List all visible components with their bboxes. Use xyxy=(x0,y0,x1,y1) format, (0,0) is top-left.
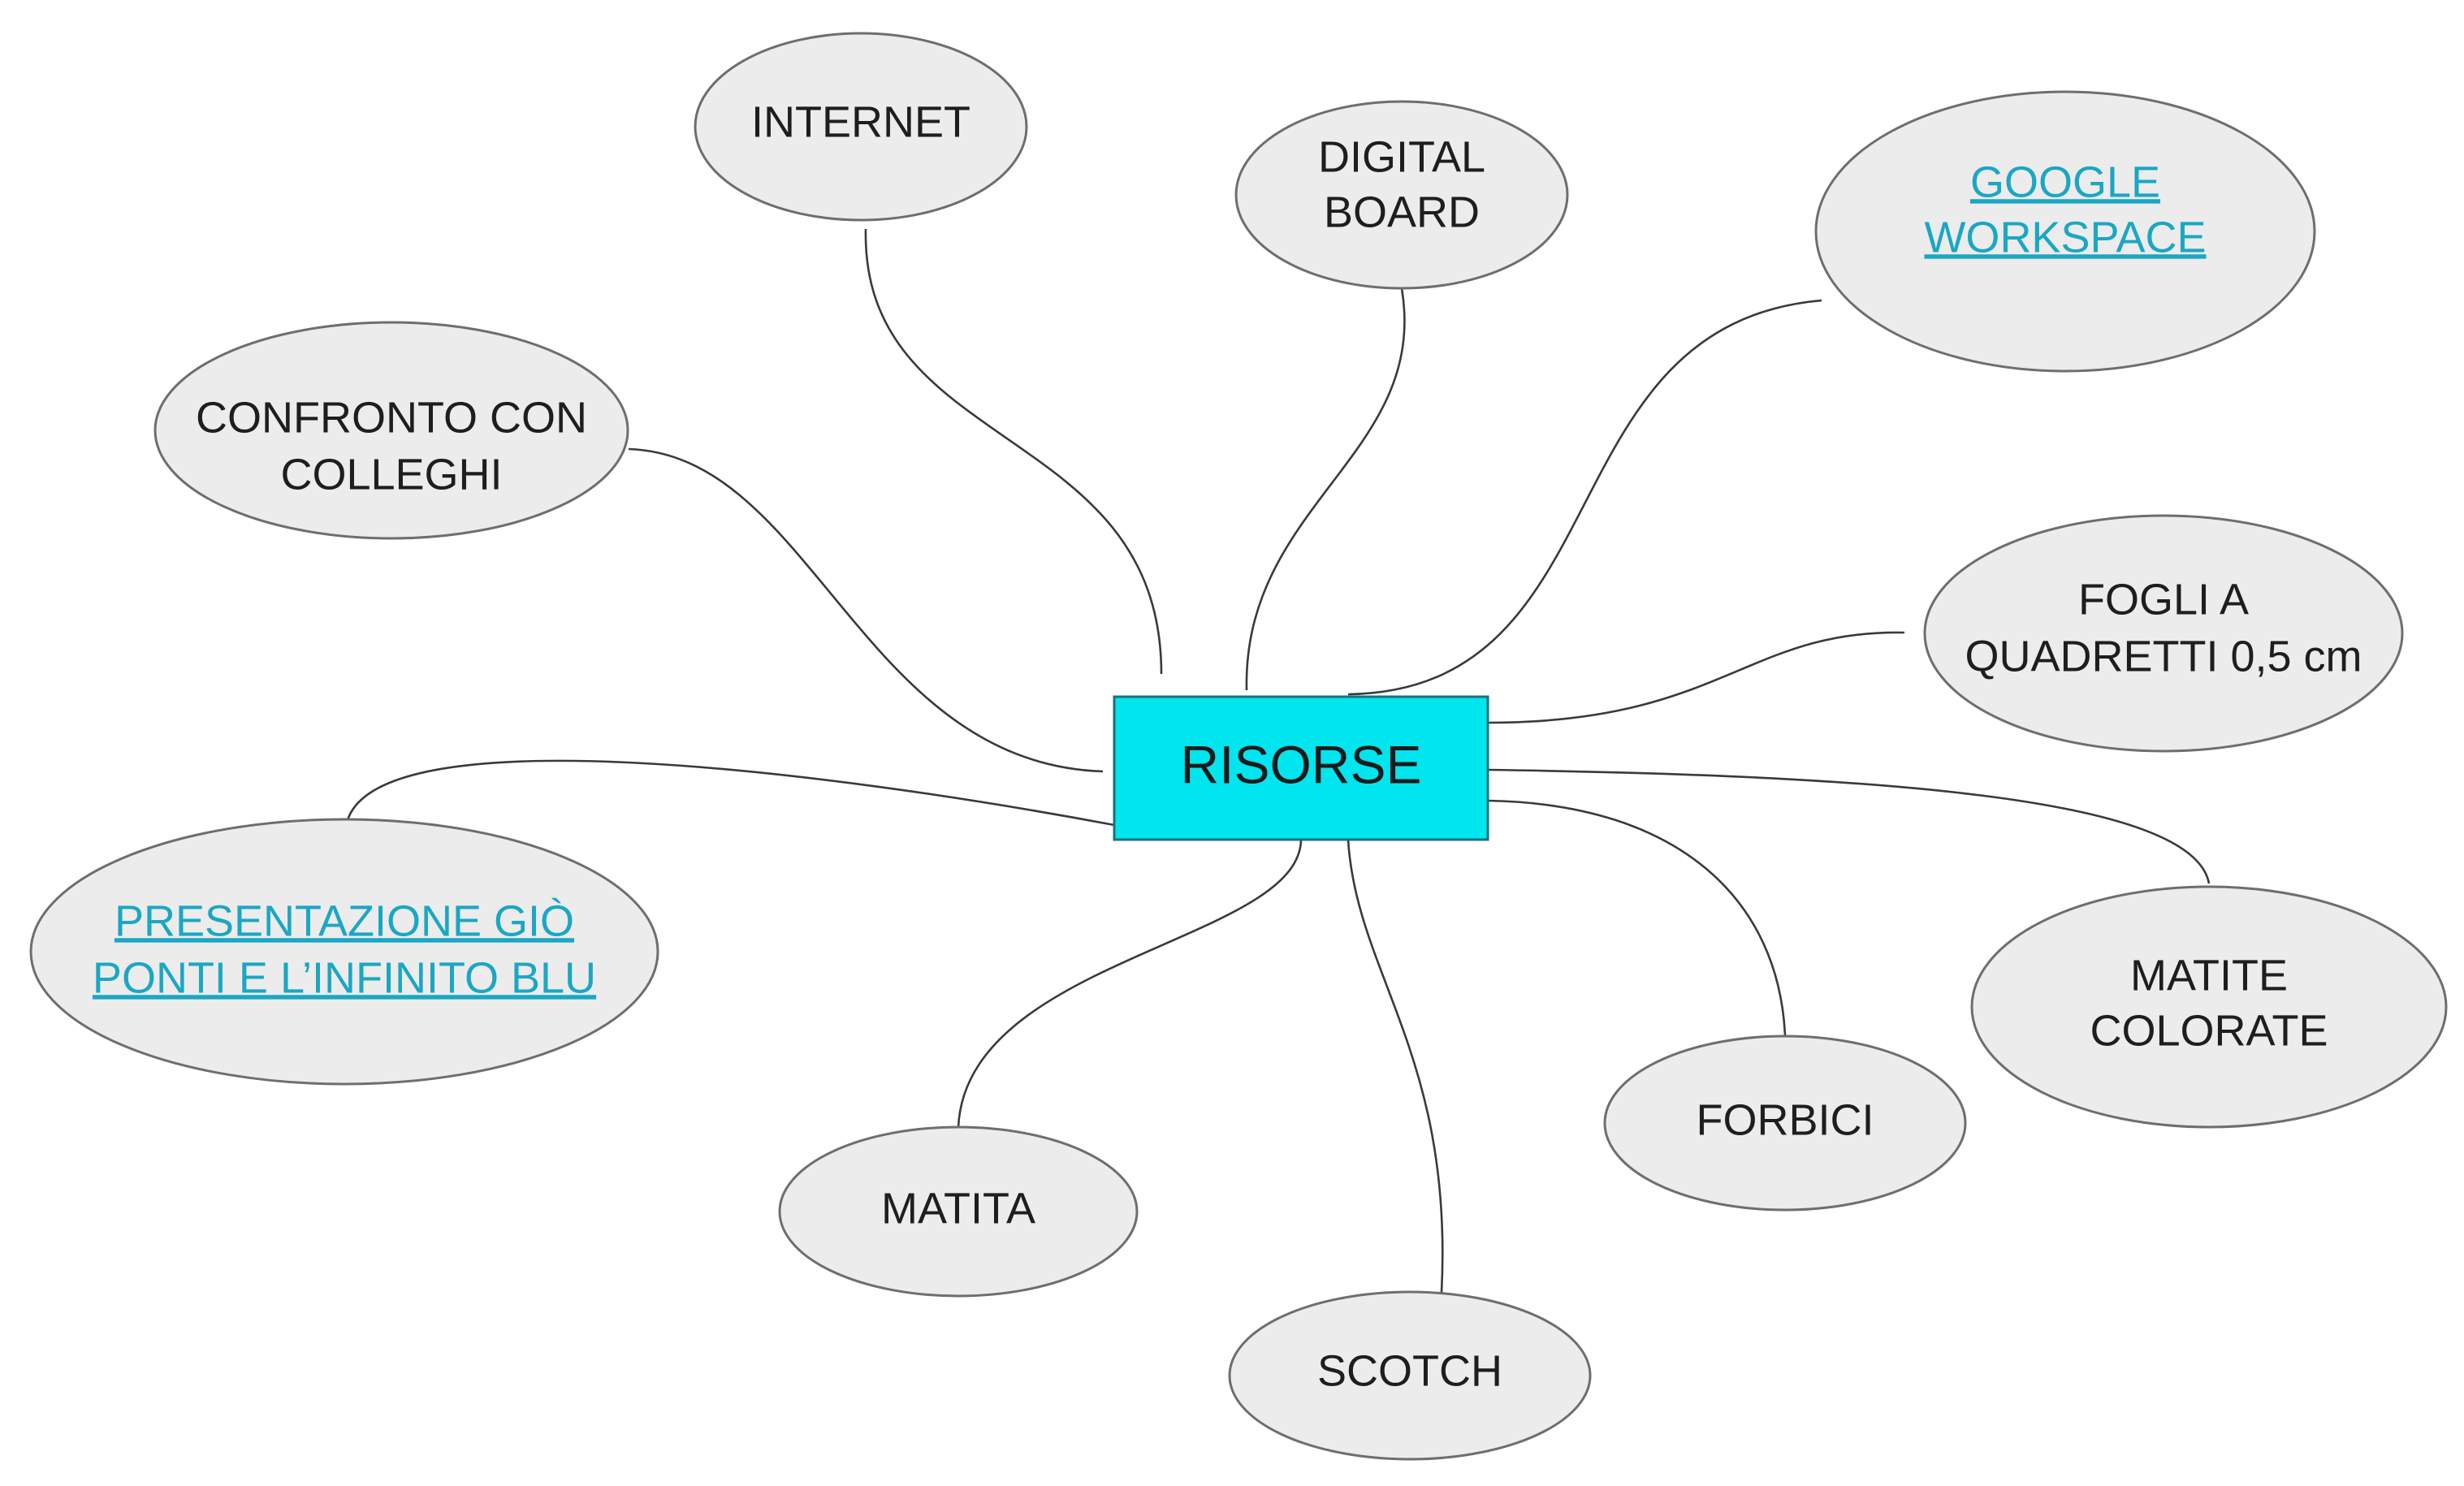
node-google-workspace-line-2[interactable]: WORKSPACE xyxy=(1924,213,2206,261)
node-confronto-con-colleghi: CONFRONTO CON COLLEGHI xyxy=(153,321,629,540)
node-digital-board-line-2: BOARD xyxy=(1324,188,1480,236)
center-node: RISORSE xyxy=(1113,695,1489,841)
node-fogli-a-quadretti: FOGLI A QUADRETTI 0,5 cm xyxy=(1923,514,2404,753)
node-matite-colorate-line-2: COLORATE xyxy=(2090,1006,2328,1055)
connector-google-workspace xyxy=(1347,299,1822,696)
connector-lines xyxy=(346,228,2211,1294)
node-presentazione-line-1[interactable]: PRESENTAZIONE GIÒ xyxy=(115,896,574,945)
node-google-workspace-link[interactable]: GOOGLE WORKSPACE xyxy=(1814,90,2316,373)
center-box xyxy=(1113,695,1489,841)
connector-digital-board xyxy=(1245,287,1406,691)
node-scotch: SCOTCH xyxy=(1228,1290,1592,1461)
node-matite-colorate: MATITE COLORATE xyxy=(1970,885,2448,1129)
connector-internet xyxy=(864,228,1163,675)
connector-fogli xyxy=(1487,631,1905,724)
connector-matita xyxy=(957,839,1303,1128)
node-scotch-label: SCOTCH xyxy=(1317,1346,1502,1395)
connector-forbici xyxy=(1487,799,1787,1036)
connector-matite-colorate xyxy=(1487,768,2211,884)
connector-presentazione xyxy=(346,759,1115,827)
node-presentazione-line-2[interactable]: PONTI E L’INFINITO BLU xyxy=(93,953,596,1002)
node-digital-board: DIGITAL BOARD xyxy=(1234,100,1569,290)
node-matita-label: MATITA xyxy=(881,1184,1035,1233)
node-internet-label: INTERNET xyxy=(751,97,970,146)
node-confronto-line-1: CONFRONTO CON xyxy=(196,393,587,442)
connector-confronto xyxy=(628,447,1104,773)
connector-scotch xyxy=(1347,839,1444,1294)
node-google-workspace-line-1[interactable]: GOOGLE xyxy=(1970,158,2160,206)
node-digital-board-line-1: DIGITAL xyxy=(1318,132,1485,181)
node-matita: MATITA xyxy=(778,1125,1139,1298)
node-internet: INTERNET xyxy=(694,32,1028,222)
node-confronto-line-2: COLLEGHI xyxy=(280,450,502,499)
node-matite-colorate-line-1: MATITE xyxy=(2130,951,2288,1000)
node-forbici: FORBICI xyxy=(1603,1035,1967,1212)
node-forbici-label: FORBICI xyxy=(1696,1095,1874,1144)
node-fogli-line-2: QUADRETTI 0,5 cm xyxy=(1965,632,2362,680)
node-fogli-line-1: FOGLI A xyxy=(2078,575,2249,624)
node-presentazione-link[interactable]: PRESENTAZIONE GIÒ PONTI E L’INFINITO BLU xyxy=(29,818,659,1086)
center-label: RISORSE xyxy=(1180,734,1421,794)
